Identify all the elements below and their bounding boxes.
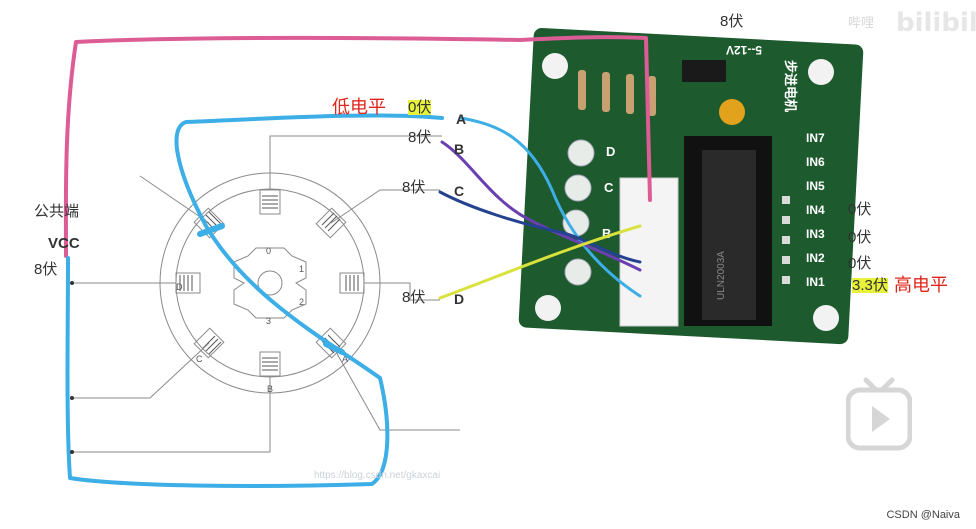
board-title: 步进电机 [783, 60, 798, 112]
resistors [578, 70, 656, 116]
stator-letter-a: A [342, 354, 348, 364]
label-low-level: 低电平 [332, 97, 386, 117]
play-icon [845, 377, 913, 451]
motor-connector [619, 177, 679, 327]
pin-header [782, 196, 790, 284]
label-phase-c: C [454, 183, 465, 199]
input-pin-labels: IN7 IN6 IN5 IN4 IN3 IN2 IN1 [806, 131, 825, 289]
watermark-prefix: 哔哩 [848, 16, 875, 31]
led-a [564, 258, 592, 286]
wire-navy-c [438, 190, 642, 264]
led-letter-b: B [602, 226, 611, 241]
mount-hole-tl [542, 53, 568, 79]
junction-dots [70, 281, 74, 454]
mount-hole-br [813, 305, 839, 331]
board-voltage-label: 5--12V [726, 43, 762, 57]
driver-board: D C B ULN2003A 5--12V 步进电机 IN7 IN6 IN5 I… [518, 28, 864, 345]
schematic-leads [72, 135, 460, 453]
wire-pink-vcc [63, 35, 652, 258]
mount-hole-tr [808, 59, 834, 85]
wire-yellow-d [438, 224, 642, 300]
capacitor [719, 99, 745, 125]
label-phase-a: A [456, 111, 467, 127]
label-c-voltage: 8伏 [402, 179, 426, 196]
pin-in2: IN2 [806, 251, 825, 265]
mount-hole-bl [535, 295, 561, 321]
pin-in4: IN4 [806, 203, 825, 217]
label-phase-b: B [454, 141, 465, 157]
pin-in1: IN1 [806, 275, 825, 289]
blog-url-watermark: https://blog.csdn.net/gkaxcai [314, 470, 441, 481]
label-vcc-voltage: 8伏 [34, 261, 58, 278]
chip-label: ULN2003A [716, 251, 727, 300]
wire-blue-coil [197, 223, 345, 355]
uln2003-chip [702, 150, 756, 320]
pin-in7: IN7 [806, 131, 825, 145]
label-d-voltage: 8伏 [402, 289, 426, 306]
label-a-voltage: 0伏 [408, 99, 432, 116]
wire-blue-common [65, 113, 444, 488]
motor-labels: 0 1 2 3 A B C D [176, 246, 348, 394]
stator-letter-b: B [267, 384, 273, 394]
rotor-number-1: 1 [299, 264, 304, 274]
bilibili-logo: bilibili [896, 8, 976, 38]
label-vcc: VCC [48, 235, 80, 252]
leds [562, 139, 595, 286]
label-in4-voltage: 0伏 [848, 201, 872, 218]
label-phase-d: D [454, 291, 465, 307]
label-high-level: 高电平 [894, 275, 948, 295]
wire-purple-b [440, 140, 642, 272]
rotor-number-2: 2 [299, 297, 304, 307]
led-c [564, 174, 592, 202]
led-letter-d: D [606, 144, 615, 159]
stator-letter-d: D [176, 282, 183, 292]
csdn-credit: CSDN @Naiva [886, 509, 960, 521]
label-in3-voltage: 0伏 [848, 229, 872, 246]
rotor-number-0: 0 [266, 246, 271, 256]
wires [63, 35, 652, 488]
label-top-8v: 8伏 [720, 13, 744, 30]
led-letter-c: C [604, 180, 614, 195]
rotor [233, 247, 307, 319]
led-d [567, 139, 595, 167]
wire-blue-a [458, 116, 642, 298]
video-play-button[interactable] [845, 374, 913, 452]
pin-in5: IN5 [806, 179, 825, 193]
label-b-voltage: 8伏 [408, 129, 432, 146]
label-in1-voltage: 3.3伏 [852, 277, 888, 294]
jumper [682, 60, 726, 82]
stator-letter-c: C [196, 354, 203, 364]
pin-in6: IN6 [806, 155, 825, 169]
pin-in3: IN3 [806, 227, 825, 241]
label-common-end: 公共端 [34, 203, 80, 220]
label-in2-voltage: 0伏 [848, 255, 872, 272]
rotor-number-3: 3 [266, 316, 271, 326]
rotor-hub [257, 270, 283, 296]
